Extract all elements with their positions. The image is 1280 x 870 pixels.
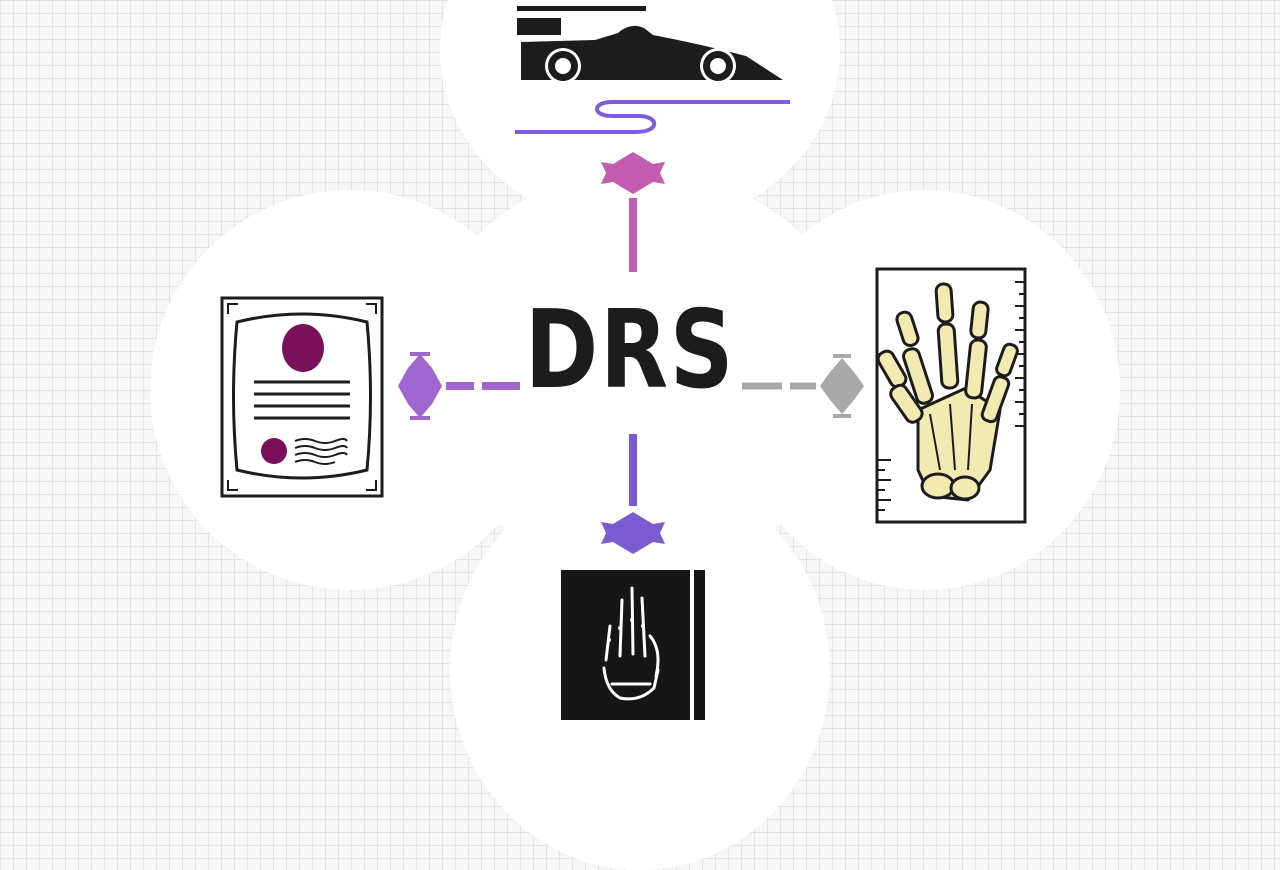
- hand-xray-icon: [875, 267, 1027, 524]
- track-line: [515, 100, 790, 134]
- left-connector-node: [398, 352, 442, 420]
- certificate-icon: [220, 296, 384, 498]
- xray-film-icon: [561, 570, 705, 720]
- top-connector-node: [601, 152, 665, 194]
- diagram-canvas: [220, 6, 1027, 720]
- center-label: DRS: [524, 287, 736, 413]
- race-car-icon: [517, 6, 783, 84]
- right-connector-node: [820, 354, 864, 418]
- bottom-connector-node: [601, 512, 665, 554]
